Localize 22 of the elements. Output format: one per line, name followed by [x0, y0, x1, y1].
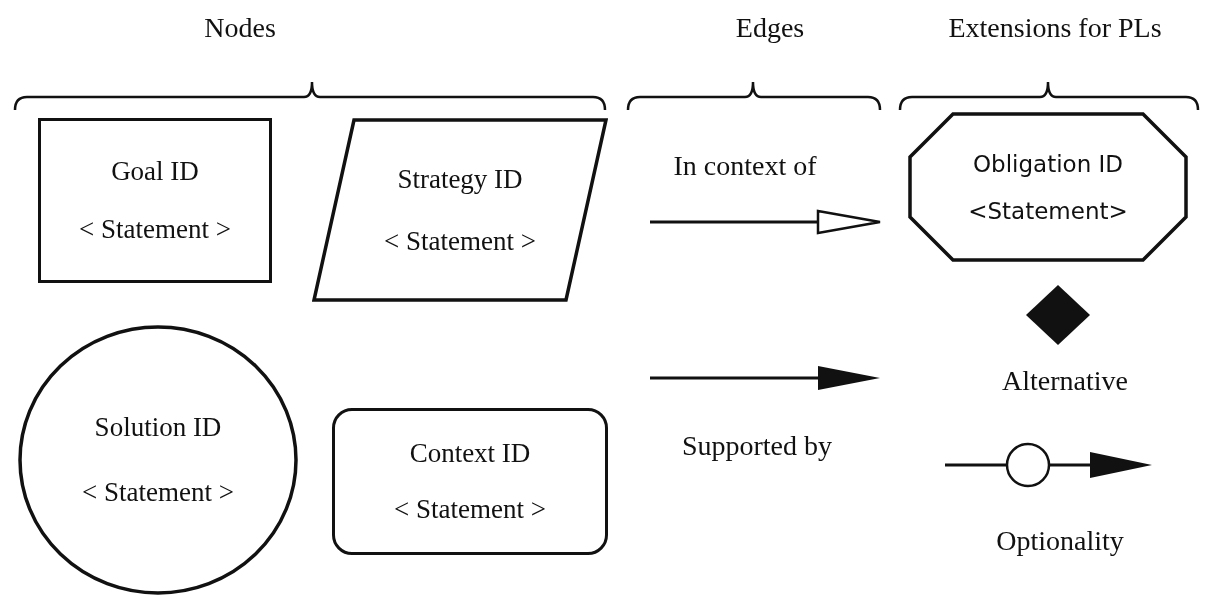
section-heading: Edges: [735, 12, 805, 44]
node-statement: <Statement>: [968, 197, 1128, 224]
node-statement: < Statement >: [82, 477, 234, 508]
legend-label: Alternative: [1002, 365, 1128, 397]
node-title: Context ID: [409, 437, 531, 469]
obligation-octagon: [908, 112, 1188, 262]
section-heading: Extensions for PLs: [948, 12, 1162, 44]
goal-box: [38, 118, 272, 283]
node-statement: < Statement >: [394, 494, 546, 526]
legend-label: Optionality: [996, 525, 1124, 557]
node-title: Solution ID: [94, 412, 222, 443]
node-title: Obligation ID: [972, 150, 1123, 177]
section-heading: Nodes: [204, 12, 276, 44]
node-statement: < Statement >: [79, 213, 231, 245]
node-statement: < Statement >: [384, 225, 536, 257]
solution-circle: [18, 325, 298, 595]
strategy-parallelogram: [312, 118, 608, 302]
node-title: Strategy ID: [397, 163, 523, 195]
context-box: [332, 408, 608, 555]
node-title: Goal ID: [111, 156, 199, 188]
legend-label: In context of: [673, 150, 817, 182]
legend-label: Supported by: [681, 430, 833, 462]
